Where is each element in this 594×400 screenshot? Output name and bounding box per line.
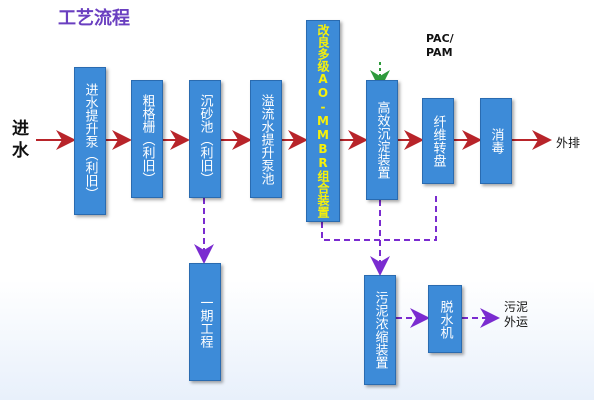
node-hes-label: 高效沉淀装置	[374, 101, 390, 179]
node-overflow: 溢流水提升泵池	[250, 80, 282, 198]
node-fiber-label: 纤维转盘	[430, 115, 446, 167]
node-phase1: 一期工程	[189, 263, 221, 381]
dosing-label-pac: PAC/	[426, 32, 454, 45]
node-pump-label: 进水提升泵（利旧）	[82, 82, 98, 200]
node-thicken: 污泥浓缩装置	[364, 275, 396, 385]
node-hes: 高效沉淀装置	[366, 80, 398, 200]
sludge-out-label-line2: 外运	[504, 315, 529, 329]
page-title: 工艺流程	[58, 8, 130, 29]
node-aao: 改良多级AO-MMBR组合装置	[306, 20, 340, 222]
node-aao-label: 改良多级AO-MMBR组合装置	[316, 24, 330, 218]
dosing-label: PAC/ PAM	[426, 32, 454, 60]
node-overflow-label: 溢流水提升泵池	[258, 93, 274, 185]
dosing-label-pam: PAM	[426, 46, 453, 59]
node-disinfect-label: 消毒	[488, 128, 504, 154]
node-screen: 粗格栅（利旧）	[131, 80, 163, 198]
node-fiber: 纤维转盘	[422, 98, 454, 184]
node-pump: 进水提升泵（利旧）	[74, 67, 106, 215]
discharge-label: 外排	[556, 136, 581, 150]
node-screen-label: 粗格栅（利旧）	[139, 93, 155, 185]
node-disinfect: 消毒	[480, 98, 512, 184]
node-grit-label: 沉砂池（利旧）	[197, 93, 213, 185]
node-phase1-label: 一期工程	[197, 296, 213, 348]
node-thicken-label: 污泥浓缩装置	[372, 291, 388, 369]
inlet-label: 进水	[12, 119, 29, 161]
node-grit: 沉砂池（利旧）	[189, 80, 221, 198]
node-dewater-label: 脱水机	[437, 299, 453, 339]
node-dewater: 脱水机	[428, 285, 462, 353]
sludge-out-label-line1: 污泥	[504, 300, 529, 314]
sludge-out-label: 污泥 外运	[504, 300, 528, 330]
